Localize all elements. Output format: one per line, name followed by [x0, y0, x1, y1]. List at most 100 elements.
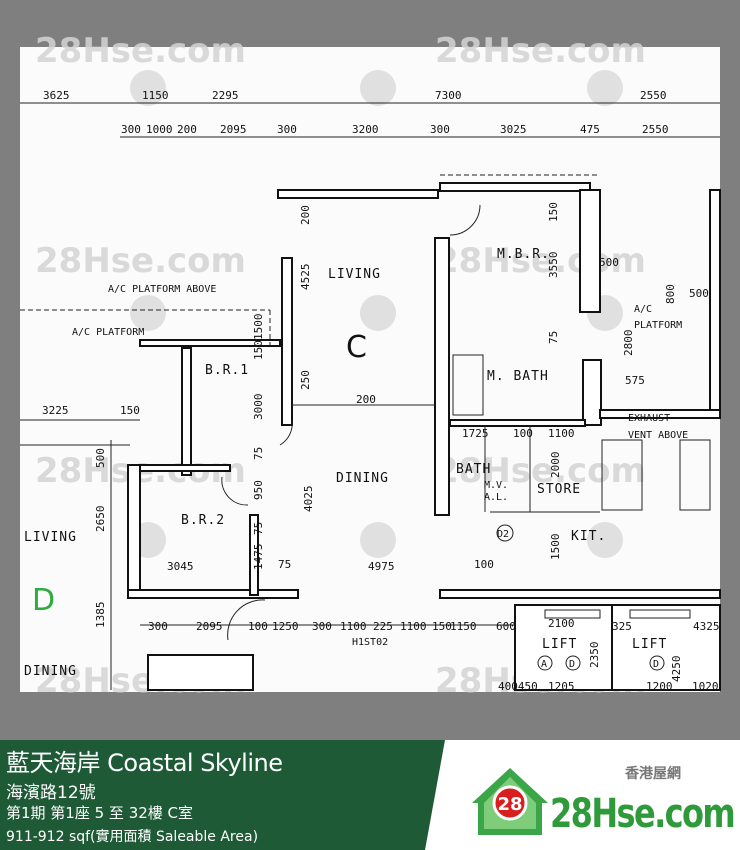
dim: 950: [252, 480, 265, 500]
dim: 3000: [252, 394, 265, 421]
estate-title: 藍天海岸 Coastal Skyline: [6, 749, 283, 777]
logo-text: 28Hse.com: [550, 791, 736, 837]
logo-badge: 28: [497, 794, 522, 815]
dim: 1205: [548, 680, 575, 693]
dim: 1020: [692, 680, 719, 693]
note-mv: M.V.: [484, 480, 508, 491]
dim: 300: [312, 620, 332, 633]
dim: 4025: [302, 486, 315, 513]
note-vent-above: VENT ABOVE: [628, 430, 688, 441]
dim: 1000: [146, 123, 173, 136]
saleable-area: 911-912 sqf(實用面積 Saleable Area): [6, 829, 259, 845]
unit-info: 第1期 第1座 5 至 32樓 C室: [6, 804, 194, 822]
dim: 75: [252, 447, 265, 460]
listing-info-panel: 藍天海岸 Coastal Skyline 海濱路12號 第1期 第1座 5 至 …: [0, 740, 445, 850]
dim: 200: [299, 205, 312, 225]
floor-plan: 28Hse.com 28Hse.com 28Hse.com 28Hse.com …: [20, 31, 721, 701]
dimensions: 3625 1150 2295 7300 2550 300 1000 200 20…: [42, 89, 720, 693]
room-label-lift: LIFT: [542, 637, 577, 652]
dim: 1250: [272, 620, 299, 633]
watermark: 28Hse.com: [435, 451, 646, 491]
dim: 3025: [500, 123, 527, 136]
dim: 800: [664, 284, 677, 304]
room-label-living: LIVING: [328, 267, 381, 282]
house-logo-icon: 28: [472, 768, 548, 835]
watermark: 28Hse.com: [435, 241, 646, 281]
dim: 1100: [548, 427, 575, 440]
room-label-bedroom-1: B.R.1: [205, 363, 249, 378]
dim: 2650: [94, 506, 107, 533]
dim: 500: [599, 256, 619, 269]
dim: 100: [474, 558, 494, 571]
room-label-master-bedroom: M.B.R.: [497, 247, 550, 262]
site-logo[interactable]: 28 香港屋網 28Hse.com: [470, 755, 736, 845]
dim: 150: [432, 620, 452, 633]
dim: 1100: [340, 620, 367, 633]
dim: 300: [121, 123, 141, 136]
note-ac-platform-above: A/C PLATFORM ABOVE: [108, 284, 216, 295]
room-label-living-d: LIVING: [24, 530, 77, 545]
room-label-bath: BATH: [456, 462, 491, 477]
dim: 7300: [435, 89, 462, 102]
door-tag-d2: D2: [497, 529, 509, 540]
dim: 3625: [43, 89, 70, 102]
dim: 150: [120, 404, 140, 417]
dim: 4325: [693, 620, 720, 633]
dim: 1150: [450, 620, 477, 633]
room-label-dining-d: DINING: [24, 664, 77, 679]
note-platform-right: PLATFORM: [634, 320, 682, 331]
floor-plan-drawing: 28Hse.com 28Hse.com 28Hse.com 28Hse.com …: [20, 31, 721, 701]
dim: 2295: [212, 89, 239, 102]
dim: 75: [252, 522, 265, 535]
listing-footer: 藍天海岸 Coastal Skyline 海濱路12號 第1期 第1座 5 至 …: [0, 740, 740, 850]
note-ac-right: A/C: [634, 304, 652, 315]
dim: 250: [299, 370, 312, 390]
logo-chinese-name: 香港屋網: [625, 766, 681, 782]
estate-address: 海濱路12號: [6, 783, 96, 803]
lift-tag-a: A: [541, 659, 547, 670]
dim: 1725: [462, 427, 489, 440]
dim: 325: [612, 620, 632, 633]
dim: 4975: [368, 560, 395, 573]
dim: 150: [547, 202, 560, 222]
dim: 1475: [252, 544, 265, 571]
dim: 2095: [196, 620, 223, 633]
note-exhaust: EXHAUST: [628, 413, 670, 424]
dim: 3550: [547, 252, 560, 279]
dim: 3200: [352, 123, 379, 136]
dim: 2800: [622, 330, 635, 357]
dim: 150: [252, 340, 265, 360]
dim: 75: [547, 331, 560, 344]
dim: 225: [373, 620, 393, 633]
room-label-master-bath: M. BATH: [487, 369, 549, 384]
dim: 1500: [549, 534, 562, 561]
dim: 1385: [94, 602, 107, 629]
dim: 300: [148, 620, 168, 633]
dim: 2350: [588, 642, 601, 669]
unit-letter-c: C: [346, 330, 367, 365]
lift-tag-d: D: [653, 659, 659, 670]
dim: 2100: [548, 617, 575, 630]
dim: 3225: [42, 404, 69, 417]
tag-h1st02: H1ST02: [352, 637, 388, 648]
dim: 4250: [670, 656, 683, 683]
unit-letter-d: D: [32, 583, 55, 618]
room-label-lift: LIFT: [632, 637, 667, 652]
walls: [127, 174, 721, 691]
dim: 575: [625, 374, 645, 387]
dim: 2000: [549, 452, 562, 479]
room-label-bedroom-2: B.R.2: [181, 513, 225, 528]
dim: 2550: [640, 89, 667, 102]
dim: 400450: [498, 680, 538, 693]
dim: 75: [278, 558, 291, 571]
dim: 200: [356, 393, 376, 406]
dim: 300: [277, 123, 297, 136]
dim: 1150: [142, 89, 169, 102]
watermark: 28Hse.com: [435, 31, 646, 71]
note-ac-platform: A/C PLATFORM: [72, 327, 144, 338]
dim: 500: [689, 287, 709, 300]
watermark: 28Hse.com: [35, 31, 246, 71]
watermark: 28Hse.com: [35, 241, 246, 281]
dim: 100: [248, 620, 268, 633]
note-al: A.L.: [484, 492, 508, 503]
